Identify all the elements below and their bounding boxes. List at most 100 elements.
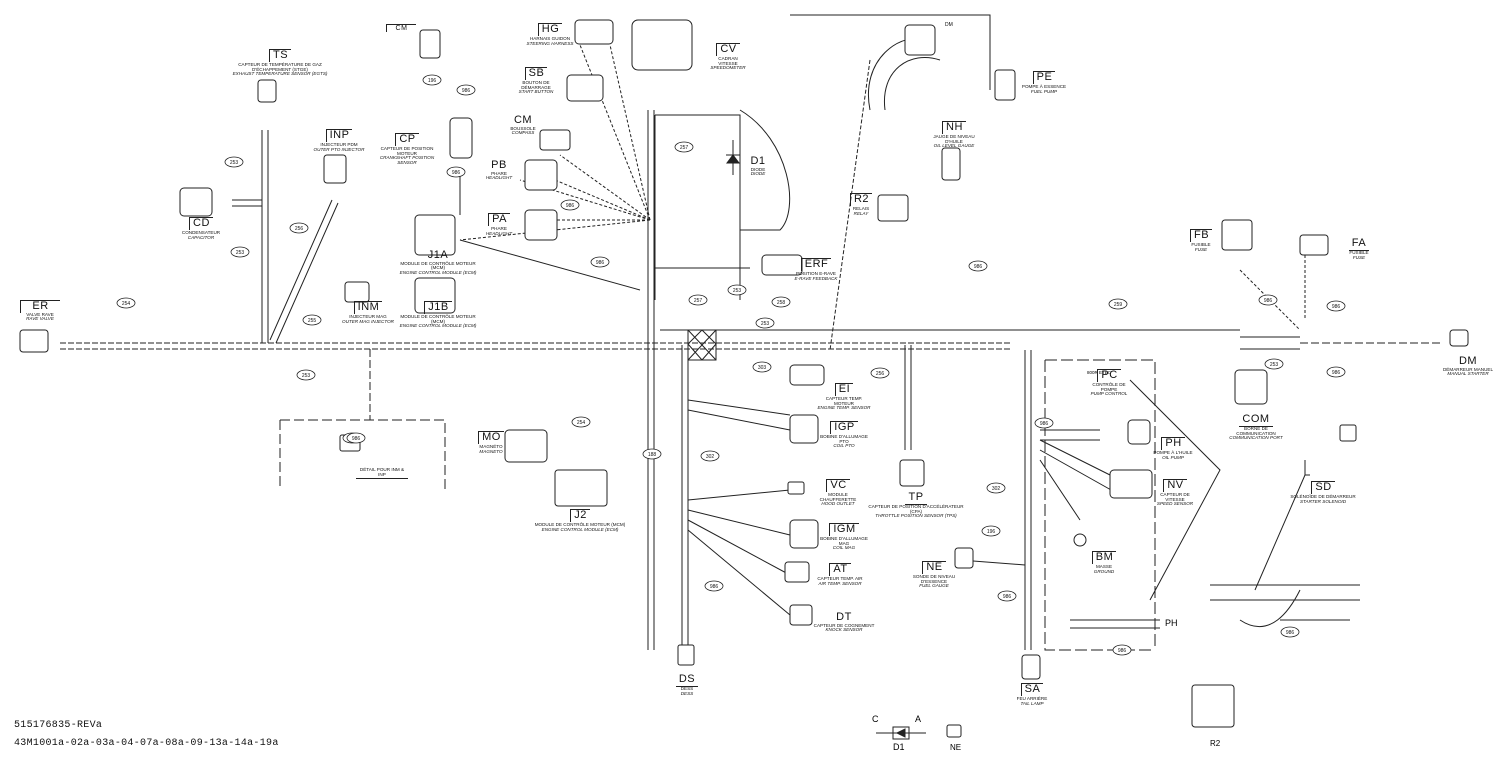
label-inp-code: INP — [325, 129, 353, 142]
connector-inm — [344, 281, 370, 303]
label-inm-fr: INJECTEUR MAG — [349, 313, 387, 319]
label-mo: MO MAGNÉTO MAGNETO — [476, 428, 506, 454]
label-r2-code: R2 — [849, 193, 873, 206]
label-ds: DS DESS DESS — [672, 670, 702, 696]
label-com-code: COM — [1239, 413, 1273, 427]
connector-igm — [789, 519, 819, 549]
wire-tag-label: 253 — [733, 288, 742, 294]
footer-figure-ids: 43M1001a-02a-03a-04-07a-08a-09-13a-14a-1… — [14, 738, 279, 749]
connector-nh — [941, 147, 961, 181]
connector-pe — [994, 69, 1016, 101]
label-ne-code: NE — [922, 561, 946, 574]
wire-tag-bubble — [1326, 300, 1346, 312]
connector-tp — [899, 459, 925, 487]
label-cd: CD CONDENSATEUR CAPACITOR — [176, 214, 226, 240]
label-vc-en: HOOD OUTLET — [821, 501, 855, 507]
connector-ds — [677, 644, 695, 666]
wire-tag-label: 986 — [462, 88, 471, 94]
wire-tag-bubble — [590, 256, 610, 268]
connector-cd — [179, 187, 213, 217]
label-dm: DM DÉMARREUR MANUEL MANUAL STARTER — [1438, 355, 1498, 377]
label-j2-code: J2 — [570, 509, 590, 522]
wire-tag-label: 986 — [1264, 298, 1273, 304]
label-at: AT CAPTEUR TEMP. AIR AIR TEMP. SENSOR — [812, 560, 868, 586]
label-nh-code: NH — [942, 121, 966, 134]
label-j1a-code: J1A — [427, 249, 449, 261]
connector-inp — [323, 154, 347, 184]
label-igm-code: IGM — [829, 523, 859, 536]
connector-hg — [574, 19, 614, 45]
wire-tag-label: 986 — [566, 203, 575, 209]
label-inp-en: OUTER PTO INJECTOR — [313, 146, 365, 152]
label-ds-code: DS — [675, 673, 699, 687]
wire-tag-label: 257 — [680, 145, 689, 151]
label-j2-fr: MODULE DE CONTRÔLE MOTEUR (MCM) — [534, 521, 626, 527]
label-erf-fr: POSITION E-RAVE — [796, 270, 836, 276]
label-tp: TP CAPTEUR DE POSITION D'ACCÉLÉRATEUR (C… — [868, 488, 964, 519]
label-pc-en: PUMP CONTROL — [1090, 391, 1128, 397]
connector-sd — [1339, 424, 1357, 442]
connector-fa — [1299, 234, 1329, 256]
label-sd-fr: SOLÉNOÏDE DE DÉMARREUR — [1290, 493, 1356, 499]
label-ts: TS CAPTEUR DE TEMPÉRATURE DE GAZ D'ÉCHAP… — [220, 46, 340, 77]
pc-extra-note: 800R ETEC — [1087, 370, 1112, 375]
wire-tag-bubble — [560, 199, 580, 211]
label-fb-fr: FUSIBLE — [1191, 241, 1211, 247]
label-fa-code: FA — [1348, 237, 1370, 251]
label-fb-en: FUSE — [1194, 246, 1208, 252]
label-at-fr: CAPTEUR TEMP. AIR — [817, 575, 863, 581]
wire-tag-label: 196 — [428, 78, 437, 84]
label-pb: PB PHARE HEADLIGHT — [484, 159, 514, 181]
label-ph-fr: POMPE À L'HUILE — [1153, 449, 1193, 455]
wire-tag-bubble — [446, 166, 466, 178]
label-pa-en: HEADLIGHT — [485, 230, 513, 236]
wire-tag-label: 188 — [648, 452, 657, 458]
wire-tag-label: 196 — [987, 529, 996, 535]
label-igp: IGP BOBINE D'ALLUMAGE PTO COIL PTO — [816, 418, 872, 449]
label-fa-fr: FUSIBLE — [1349, 249, 1369, 255]
label-igp-code: IGP — [830, 421, 858, 434]
label-tp-fr: CAPTEUR DE POSITION D'ACCÉLÉRATEUR (CPA) — [868, 503, 964, 514]
label-ts-en: EXHAUST TEMPERATURE SENSOR (EGTS) — [232, 71, 328, 77]
wire-tag-label: 257 — [694, 298, 703, 304]
wire-tag-label: 986 — [596, 260, 605, 266]
label-ei-code: EI — [834, 383, 854, 396]
label-sb-fr: BOUTON DE DÉMARRAGE — [521, 79, 551, 90]
label-mo-code: MO — [478, 431, 504, 444]
wire-tag-bubble — [674, 141, 694, 153]
wire-tag-bubble — [1280, 626, 1300, 638]
label-fa-en: FUSE — [1352, 254, 1366, 260]
connector-cm-top — [419, 29, 441, 59]
wire-tag-label: 259 — [1114, 302, 1123, 308]
label-pb-fr: PHARE — [491, 170, 507, 176]
wire-tag-label: 253 — [1270, 362, 1279, 368]
inset-cathode-label: C — [872, 714, 879, 724]
wire-tag-bubble — [230, 246, 250, 258]
label-pc: PC CONTRÔLE DE POMPE PUMP CONTROL — [1084, 366, 1134, 397]
label-cv-code: CV — [716, 43, 740, 56]
label-erf: ERF POSITION E-RAVE E-RAVE FEEDBACK — [786, 255, 846, 281]
label-r2: R2 RELAIS RELAY — [848, 190, 874, 216]
wire-tag-label: 986 — [1332, 370, 1341, 376]
wire-tag-bubble — [289, 222, 309, 234]
connector-ts — [257, 79, 277, 103]
bm-top-tag: DM — [945, 22, 953, 28]
d1-curve — [739, 109, 791, 231]
label-sd: SD SOLÉNOÏDE DE DÉMARREUR STARTER SOLENO… — [1290, 478, 1356, 504]
label-igp-fr: BOBINE D'ALLUMAGE PTO — [820, 433, 868, 444]
wire-tag-bubble — [116, 297, 136, 309]
branch-left-vertical — [261, 130, 269, 343]
label-er-code: ER — [20, 300, 60, 313]
d1-box — [654, 114, 741, 300]
branch-cd — [232, 199, 262, 207]
label-pe-en: FUEL PUMP — [1030, 88, 1058, 94]
label-pe-code: PE — [1032, 71, 1056, 84]
label-pc-fr: CONTRÔLE DE POMPE — [1092, 381, 1126, 392]
wire-tag-label: 254 — [122, 301, 131, 307]
label-cm-en: COMPASS — [511, 130, 535, 136]
label-cm-code: CM — [513, 114, 533, 126]
connector-bm — [1073, 533, 1087, 547]
label-cd-code: CD — [189, 217, 213, 230]
wire-tag-bubble — [456, 84, 476, 96]
